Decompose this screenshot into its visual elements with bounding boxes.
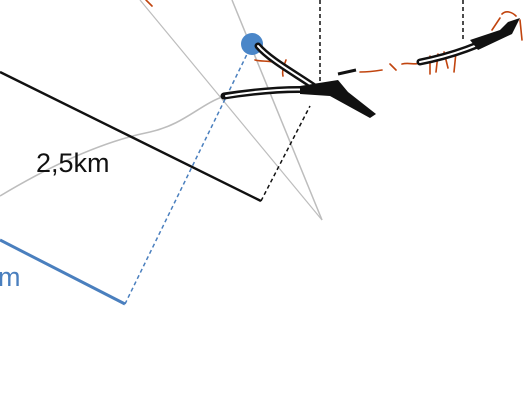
gray-guide-diagonal-upper [139, 0, 323, 221]
gray-guide-diagonal [231, 0, 323, 221]
blue-distance-line [0, 238, 126, 306]
glider-icon [300, 80, 376, 118]
gray-flight-track [0, 95, 226, 197]
glider-wing [337, 68, 357, 76]
distance-label-black: 2,5km [36, 148, 110, 178]
distance-label-blue-fragment: m [0, 262, 21, 292]
blue-dashed-connector [124, 43, 253, 305]
black-distance-line [0, 70, 262, 203]
orange-sketch-path [145, 0, 523, 77]
black-dashed-connector [260, 105, 311, 202]
glider-icon-right [470, 18, 520, 50]
